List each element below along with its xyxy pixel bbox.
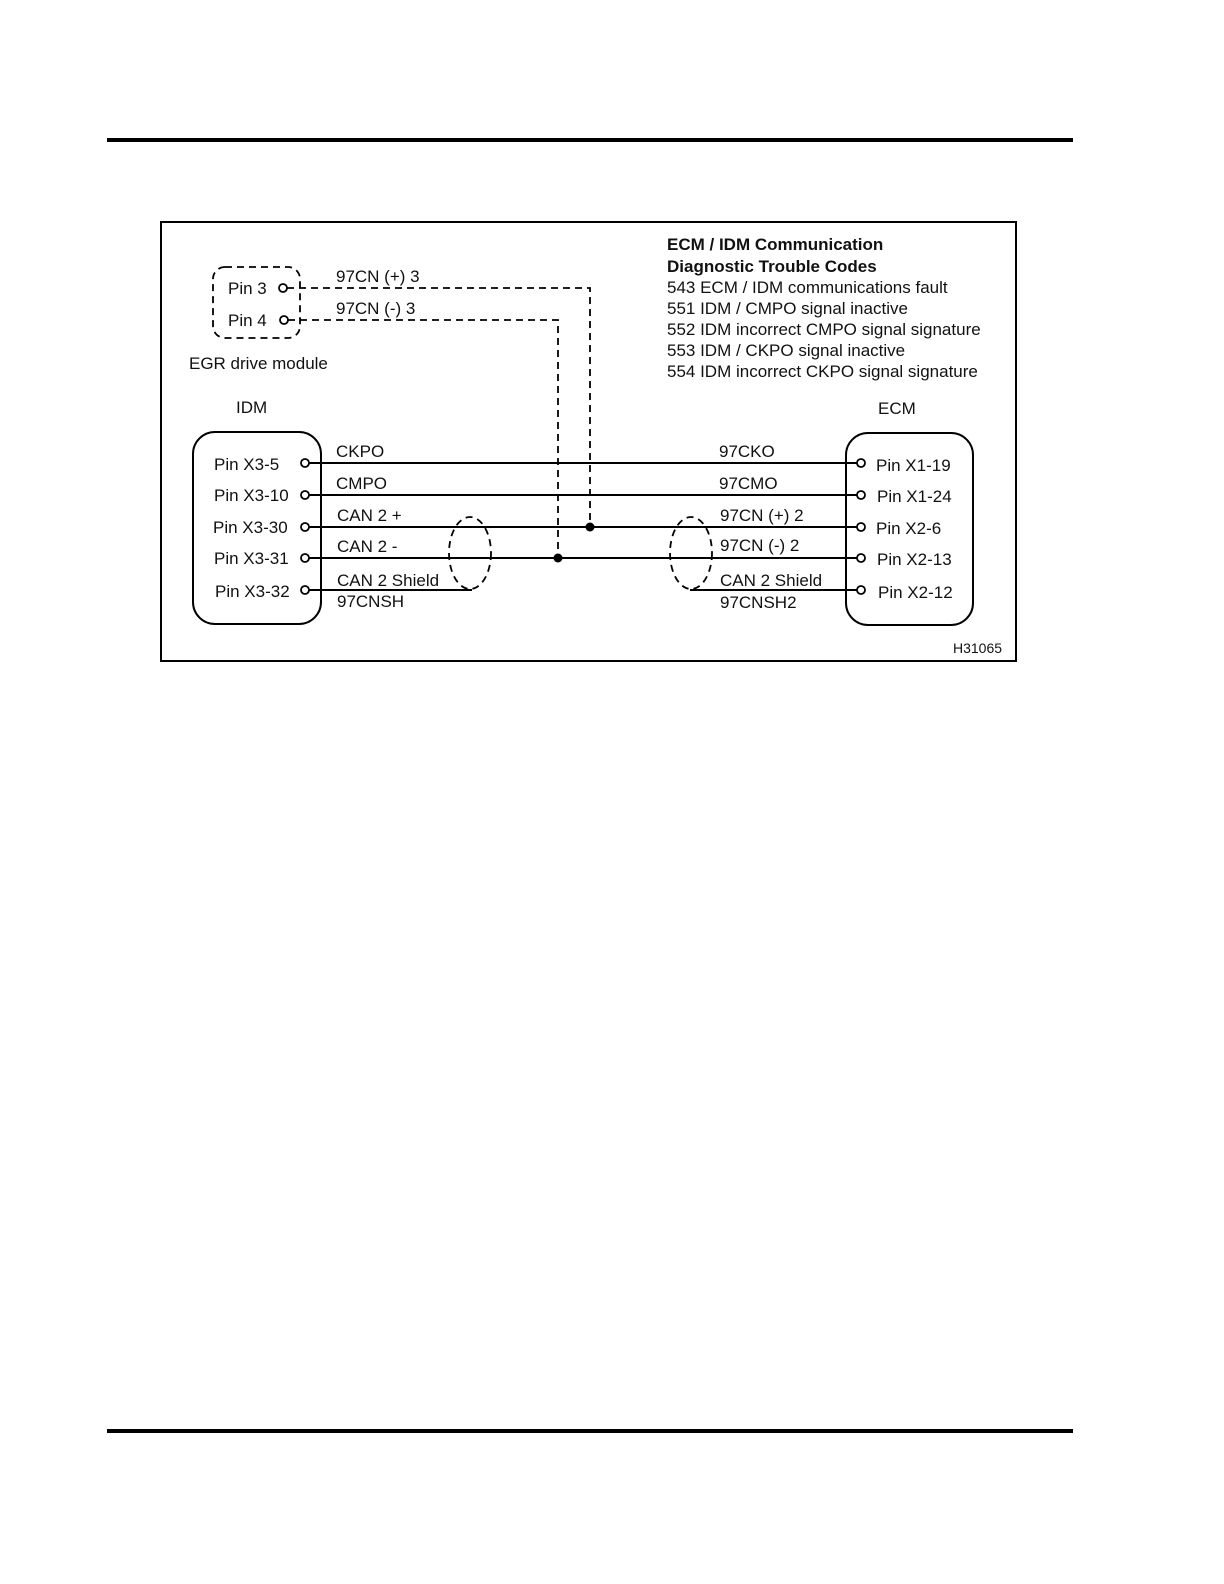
label-97cko: 97CKO <box>719 442 775 461</box>
label-ckpo: CKPO <box>336 442 384 461</box>
idm-pin-x3-30: Pin X3-30 <box>213 518 288 537</box>
dtc-code-554: 554 IDM incorrect CKPO signal signature <box>667 362 978 381</box>
ecm-pin-x1-19: Pin X1-19 <box>876 456 951 475</box>
shield-ellipse-right <box>669 516 713 590</box>
dtc-title-line1: ECM / IDM Communication <box>667 235 883 254</box>
ecm-pin-x1-24: Pin X1-24 <box>877 487 952 506</box>
egr-module-label: EGR drive module <box>189 354 328 373</box>
egr-wire-can-plus <box>287 287 591 527</box>
egr-pin-4-terminal <box>279 315 289 325</box>
shield-ellipse-left <box>448 516 492 590</box>
egr-pin-3-terminal <box>278 283 288 293</box>
ecm-pin-x2-13: Pin X2-13 <box>877 550 952 569</box>
idm-pin-x3-10: Pin X3-10 <box>214 486 289 505</box>
label-can2-shield-left: CAN 2 Shield <box>337 571 439 590</box>
idm-pin-x3-32: Pin X3-32 <box>215 582 290 601</box>
ecm-terminal-x2-13 <box>856 553 866 563</box>
ecm-terminal-x2-12 <box>856 585 866 595</box>
egr-wire-minus-label: 97CN (-) 3 <box>336 299 415 318</box>
egr-wire-plus-label: 97CN (+) 3 <box>336 267 420 286</box>
label-can2-shield-right: CAN 2 Shield <box>720 571 822 590</box>
label-97cmo: 97CMO <box>719 474 778 493</box>
bottom-rule <box>107 1429 1073 1433</box>
idm-pin-x3-31: Pin X3-31 <box>214 549 289 568</box>
label-can2-plus: CAN 2 + <box>337 506 402 525</box>
label-97cn-plus-2: 97CN (+) 2 <box>720 506 804 525</box>
idm-terminal-x3-32 <box>300 585 310 595</box>
idm-pin-x3-5: Pin X3-5 <box>214 455 279 474</box>
idm-terminal-x3-31 <box>300 553 310 563</box>
top-rule <box>107 138 1073 142</box>
egr-wire-can-minus <box>288 319 559 558</box>
ecm-terminal-x1-24 <box>856 490 866 500</box>
dtc-code-551: 551 IDM / CMPO signal inactive <box>667 299 908 318</box>
egr-module-outline <box>212 266 301 339</box>
junction-can-minus <box>553 553 563 563</box>
egr-pin-4-label: Pin 4 <box>228 311 267 330</box>
label-97cn-minus-2: 97CN (-) 2 <box>720 536 799 555</box>
ecm-module-outline <box>845 432 974 626</box>
egr-pin-3-label: Pin 3 <box>228 279 267 298</box>
label-97cnsh: 97CNSH <box>337 592 404 611</box>
junction-can-plus <box>585 522 595 532</box>
label-cmpo: CMPO <box>336 474 387 493</box>
idm-terminal-x3-30 <box>300 522 310 532</box>
ecm-label: ECM <box>878 399 916 418</box>
ecm-pin-x2-6: Pin X2-6 <box>876 519 941 538</box>
figure-id: H31065 <box>953 640 1002 656</box>
ecm-pin-x2-12: Pin X2-12 <box>878 583 953 602</box>
idm-terminal-x3-10 <box>300 490 310 500</box>
dtc-code-543: 543 ECM / IDM communications fault <box>667 278 948 297</box>
ecm-terminal-x1-19 <box>856 458 866 468</box>
idm-label: IDM <box>236 398 267 417</box>
dtc-code-553: 553 IDM / CKPO signal inactive <box>667 341 905 360</box>
ecm-terminal-x2-6 <box>856 522 866 532</box>
label-can2-minus: CAN 2 - <box>337 537 397 556</box>
label-97cnsh2: 97CNSH2 <box>720 593 797 612</box>
dtc-title-line2: Diagnostic Trouble Codes <box>667 257 877 276</box>
idm-terminal-x3-5 <box>300 458 310 468</box>
dtc-code-552: 552 IDM incorrect CMPO signal signature <box>667 320 981 339</box>
